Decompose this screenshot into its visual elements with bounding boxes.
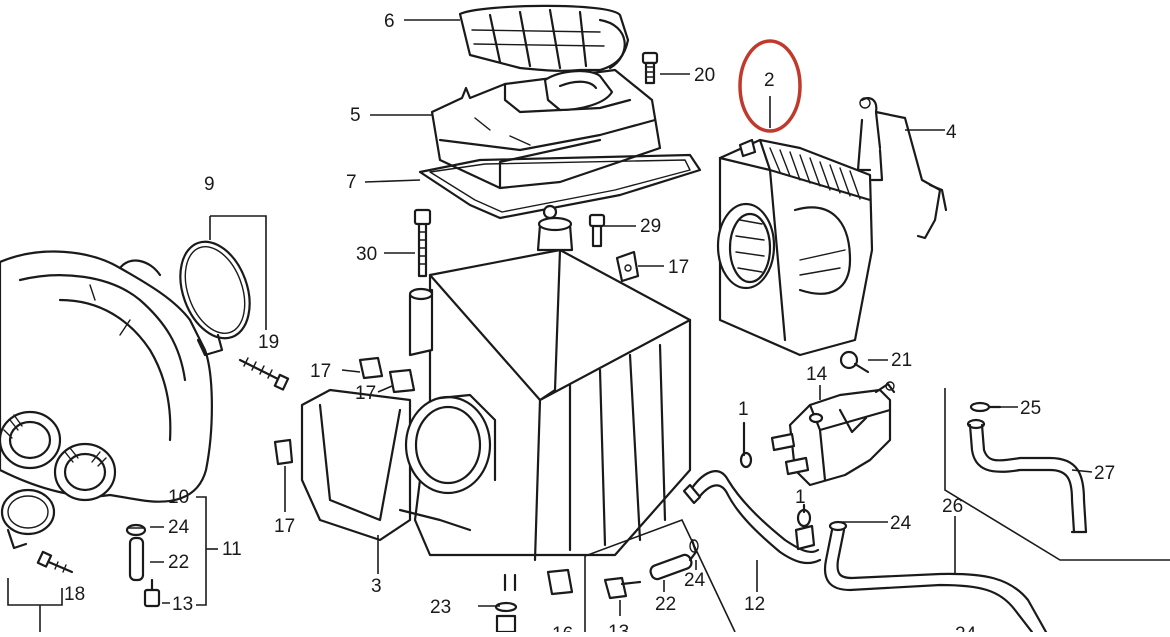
callout-9: 9 bbox=[204, 174, 215, 195]
callout-29: 29 bbox=[640, 216, 661, 237]
bolt-20 bbox=[641, 51, 659, 85]
section-borders bbox=[584, 388, 1170, 633]
lid bbox=[430, 68, 662, 190]
wire-bracket bbox=[856, 96, 948, 240]
callout-13a: 13 bbox=[172, 594, 193, 615]
callout-22a: 22 bbox=[168, 552, 189, 573]
callout-24c: 24 bbox=[684, 570, 706, 591]
clip-25 bbox=[969, 401, 1002, 413]
callout-30: 30 bbox=[356, 244, 377, 265]
crankcase-breather-tank bbox=[770, 381, 896, 487]
callout-16: 16 bbox=[552, 624, 573, 632]
callout-24b: 24 bbox=[890, 513, 912, 534]
callout-20: 20 bbox=[694, 65, 715, 86]
clamp-ring-left bbox=[0, 488, 56, 550]
clips-1 bbox=[739, 421, 812, 528]
callout-19: 19 bbox=[258, 332, 279, 353]
callout-7: 7 bbox=[346, 172, 357, 193]
hose-12 bbox=[682, 470, 822, 565]
callout-2: 2 bbox=[764, 70, 775, 91]
bolt-30 bbox=[413, 208, 432, 278]
callout-22b: 22 bbox=[655, 594, 676, 615]
callout-24a: 24 bbox=[168, 517, 190, 538]
callout-12: 12 bbox=[744, 594, 765, 615]
callout-18: 18 bbox=[64, 584, 85, 605]
callout-4: 4 bbox=[946, 122, 957, 143]
callout-11: 11 bbox=[222, 539, 242, 560]
callout-24d: 24 bbox=[955, 624, 977, 632]
small-parts-bottom bbox=[494, 538, 699, 634]
air-box bbox=[300, 216, 692, 596]
callout-1b: 1 bbox=[795, 487, 806, 508]
leader-lines bbox=[7, 19, 1093, 632]
screw-19 bbox=[238, 357, 290, 391]
air-cleaner-cover bbox=[0, 250, 213, 503]
callout-17a: 17 bbox=[668, 257, 689, 278]
callout-25: 25 bbox=[1020, 398, 1041, 419]
callout-23: 23 bbox=[430, 597, 451, 618]
hose-27 bbox=[966, 418, 1088, 534]
callout-13b: 13 bbox=[608, 622, 629, 632]
callout-21: 21 bbox=[891, 350, 912, 371]
callout-17d: 17 bbox=[274, 516, 295, 537]
bolt-29 bbox=[588, 213, 606, 248]
screw-18 bbox=[36, 550, 74, 574]
air-filter-element bbox=[716, 138, 874, 357]
small-parts-left bbox=[125, 523, 161, 608]
callout-26: 26 bbox=[942, 496, 963, 517]
callout-6: 6 bbox=[384, 11, 395, 32]
bolt-21 bbox=[839, 350, 870, 374]
callout-27: 27 bbox=[1094, 463, 1115, 484]
callout-3: 3 bbox=[371, 576, 382, 597]
clips-17 bbox=[273, 250, 640, 466]
intake-duct bbox=[458, 4, 630, 72]
callout-10: 10 bbox=[168, 487, 189, 508]
highlight-circle bbox=[738, 39, 802, 133]
callout-5: 5 bbox=[350, 105, 361, 126]
callout-17c: 17 bbox=[355, 383, 376, 404]
callout-17b: 17 bbox=[310, 361, 331, 382]
clamp-band bbox=[179, 240, 251, 357]
callout-1a: 1 bbox=[738, 399, 749, 420]
hose-26 bbox=[823, 520, 1048, 634]
callout-14: 14 bbox=[806, 364, 828, 385]
